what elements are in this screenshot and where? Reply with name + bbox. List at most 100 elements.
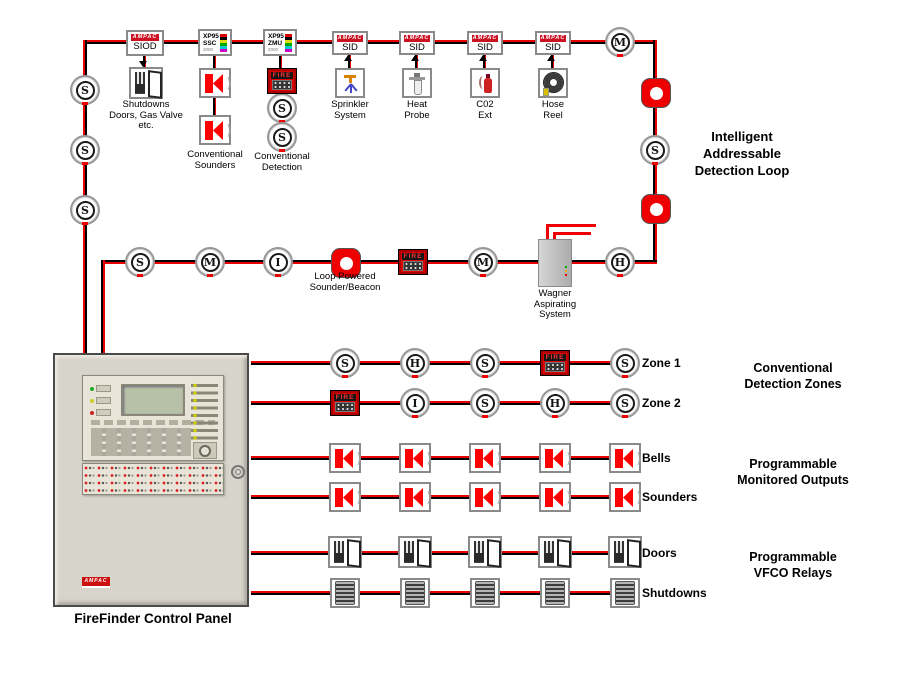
horn-icon [615,449,623,468]
keypad [91,428,191,456]
callpoint-keys-icon [272,80,292,90]
zone1-label: Zone 1 [642,356,681,370]
zmu-line2: ZMU [268,39,283,47]
status-leds-icon [565,266,567,276]
zmu-label: XP95 ZMU 2000 [268,33,284,52]
detector-letter: S [475,393,495,413]
panel-title: FireFinder Control Panel [74,611,232,626]
zone-indicator-board [82,463,224,495]
aspirating-pipe [546,224,549,240]
beacon-lens-icon [649,202,663,216]
aspirating-pipe [546,224,596,227]
smoke-detector: S [640,135,670,165]
shutter-icon [475,581,495,605]
shutdowns-wire [251,591,627,595]
detector-letter: H [610,252,630,272]
status-led [90,385,111,392]
beacon [641,194,671,224]
smoke-detector: S [610,388,640,418]
shutdown-relay [400,578,430,608]
door-open-icon [417,539,431,568]
detector-led-icon [617,274,623,277]
soundwave-icon [564,491,571,504]
zmu-module: XP95 ZMU 2000 [263,29,297,56]
conventional-detection-label: Conventional Detection [254,151,310,173]
detector-led-icon [552,415,558,418]
door-open-icon [487,539,501,568]
status-led [90,409,111,416]
probe-tube-icon [414,80,422,95]
door-closed-icon [135,72,145,94]
sounder [399,482,431,512]
horn-icon [335,449,343,468]
zone2-label: Zone 2 [642,396,681,410]
sounder [199,115,231,145]
loop-drop-wire [101,260,105,355]
bell [609,443,641,473]
horn-icon [623,488,633,507]
smoke-detector: S [330,348,360,378]
shutdown-relay [470,578,500,608]
sounder [199,68,231,98]
extinguisher-bottle-icon [484,78,492,93]
bells-wire [251,456,627,460]
horn-icon [553,488,563,507]
shutter-icon [545,581,565,605]
ssc-line1: XP95 [203,33,219,40]
shutter-icon [615,581,635,605]
heat-detector: H [540,388,570,418]
detector-led-icon [137,274,143,277]
detector-letter: I [405,393,425,413]
detector-led-icon [412,415,418,418]
sid-module: AMPAC SID [332,31,368,55]
function-keys [91,420,215,425]
sounder [469,482,501,512]
smoke-detector: S [267,93,297,123]
bell [469,443,501,473]
horn-icon [213,74,223,93]
wagner-aspirating-unit [538,239,572,287]
ampac-brand-strip: AMPAC [404,35,430,42]
key-switch [193,442,217,459]
detector-letter: M [473,252,493,272]
door-release [538,536,572,568]
door-closed-icon [404,541,414,563]
led-label-strip [96,397,111,404]
soundwave-icon [224,124,231,137]
ssc-branch-wire [213,56,216,68]
fire-callpoint: FIRE [267,68,297,94]
detector-led-icon [207,274,213,277]
detector-led-icon [412,375,418,378]
status-led [90,397,111,404]
wagner-label: Wagner Aspirating System [533,288,577,320]
detector-letter: S [475,353,495,373]
detector-led-icon [82,162,88,165]
doors-label: Doors [642,546,677,560]
detector-led-icon [480,274,486,277]
extinguisher-hose-icon [479,76,487,89]
loop-sounder-beacon [331,248,361,278]
soundwave-icon [634,491,641,504]
sid-branch-wire [483,55,486,68]
doors-wire [251,551,627,555]
aspirating-pipe [553,232,556,240]
conventional-zones-section-label: Conventional Detection Zones [744,361,842,391]
callpoint-keys-icon [403,261,423,271]
detector-letter: S [335,353,355,373]
arrow-up-icon [344,55,352,61]
key-switch-icon [199,444,211,457]
detector-letter: S [615,353,635,373]
horn-icon [205,121,213,140]
sprinkler-head-icon [344,75,356,78]
detector-letter: H [545,393,565,413]
sprinkler-system-icon [335,68,365,98]
sid-label: SID [342,42,358,53]
aspirating-pipe [553,232,591,235]
soundwave-icon [424,491,431,504]
fire-callpoint: FIRE [540,350,570,376]
zmu-line3: 2000 [268,47,279,52]
bells-label: Bells [642,451,671,465]
soundwave-icon [354,452,361,465]
smoke-detector: S [125,247,155,277]
shutdown-relay [610,578,640,608]
